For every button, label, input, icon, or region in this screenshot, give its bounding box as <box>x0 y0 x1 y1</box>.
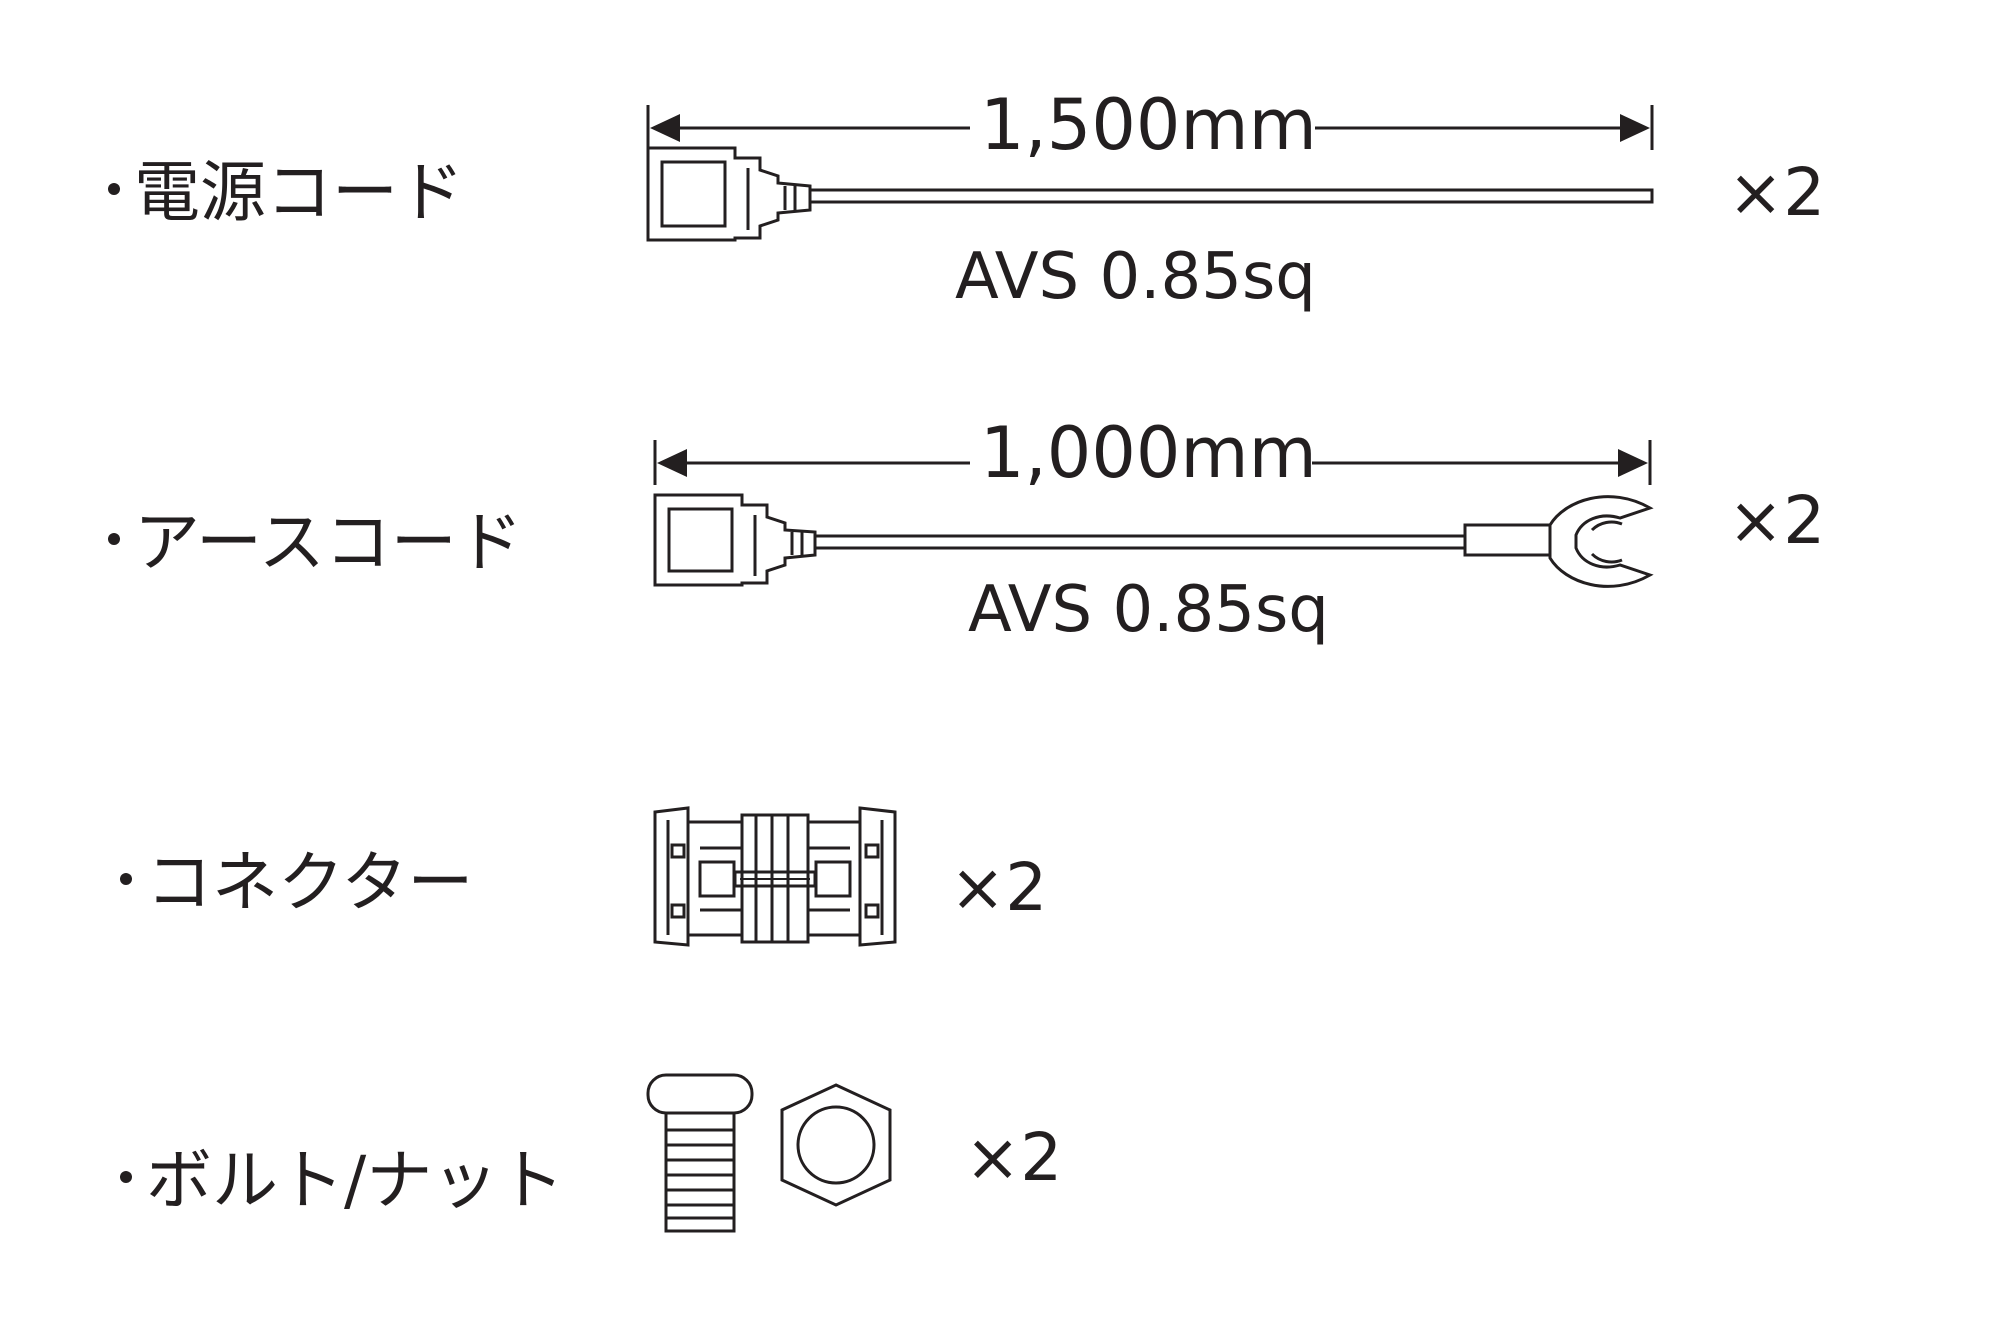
quantity-label-power-cord: ×2 <box>1728 154 1826 231</box>
bullet-icon <box>120 1170 132 1183</box>
item-label-bolt-nut: ボルト/ナット <box>120 1148 564 1214</box>
bullet-icon <box>108 182 120 195</box>
arrow-left-icon <box>657 449 687 477</box>
item-label-power-cord: 電源コード <box>108 160 464 226</box>
bolt-icon <box>646 1073 754 1233</box>
power-cord-icon <box>646 146 1654 242</box>
ground-cord-icon <box>653 493 1654 588</box>
item-label-connector: コネクター <box>120 850 473 916</box>
arrow-right-icon <box>1618 449 1648 477</box>
quantity-label-bolt-nut: ×2 <box>965 1119 1063 1196</box>
quantity-label-connector: ×2 <box>950 849 1048 926</box>
bullet-icon <box>120 872 132 885</box>
spec-label-power-cord: AVS 0.85sq <box>955 240 1316 314</box>
bullet-icon <box>108 532 120 545</box>
quantity-label-ground-cord: ×2 <box>1728 482 1826 559</box>
spec-label-ground-cord: AVS 0.85sq <box>968 573 1329 647</box>
arrow-left-icon <box>650 114 680 142</box>
dimension-label-power-cord: 1,500mm <box>980 84 1317 166</box>
arrow-right-icon <box>1620 114 1650 142</box>
dimension-label-ground-cord: 1,000mm <box>980 412 1317 494</box>
dimension-line-ground-cord <box>653 440 1652 485</box>
connector-icon <box>653 806 897 947</box>
nut-icon <box>780 1083 892 1207</box>
item-label-ground-cord: アースコード <box>108 510 523 576</box>
dimension-line-power-cord <box>646 105 1654 150</box>
